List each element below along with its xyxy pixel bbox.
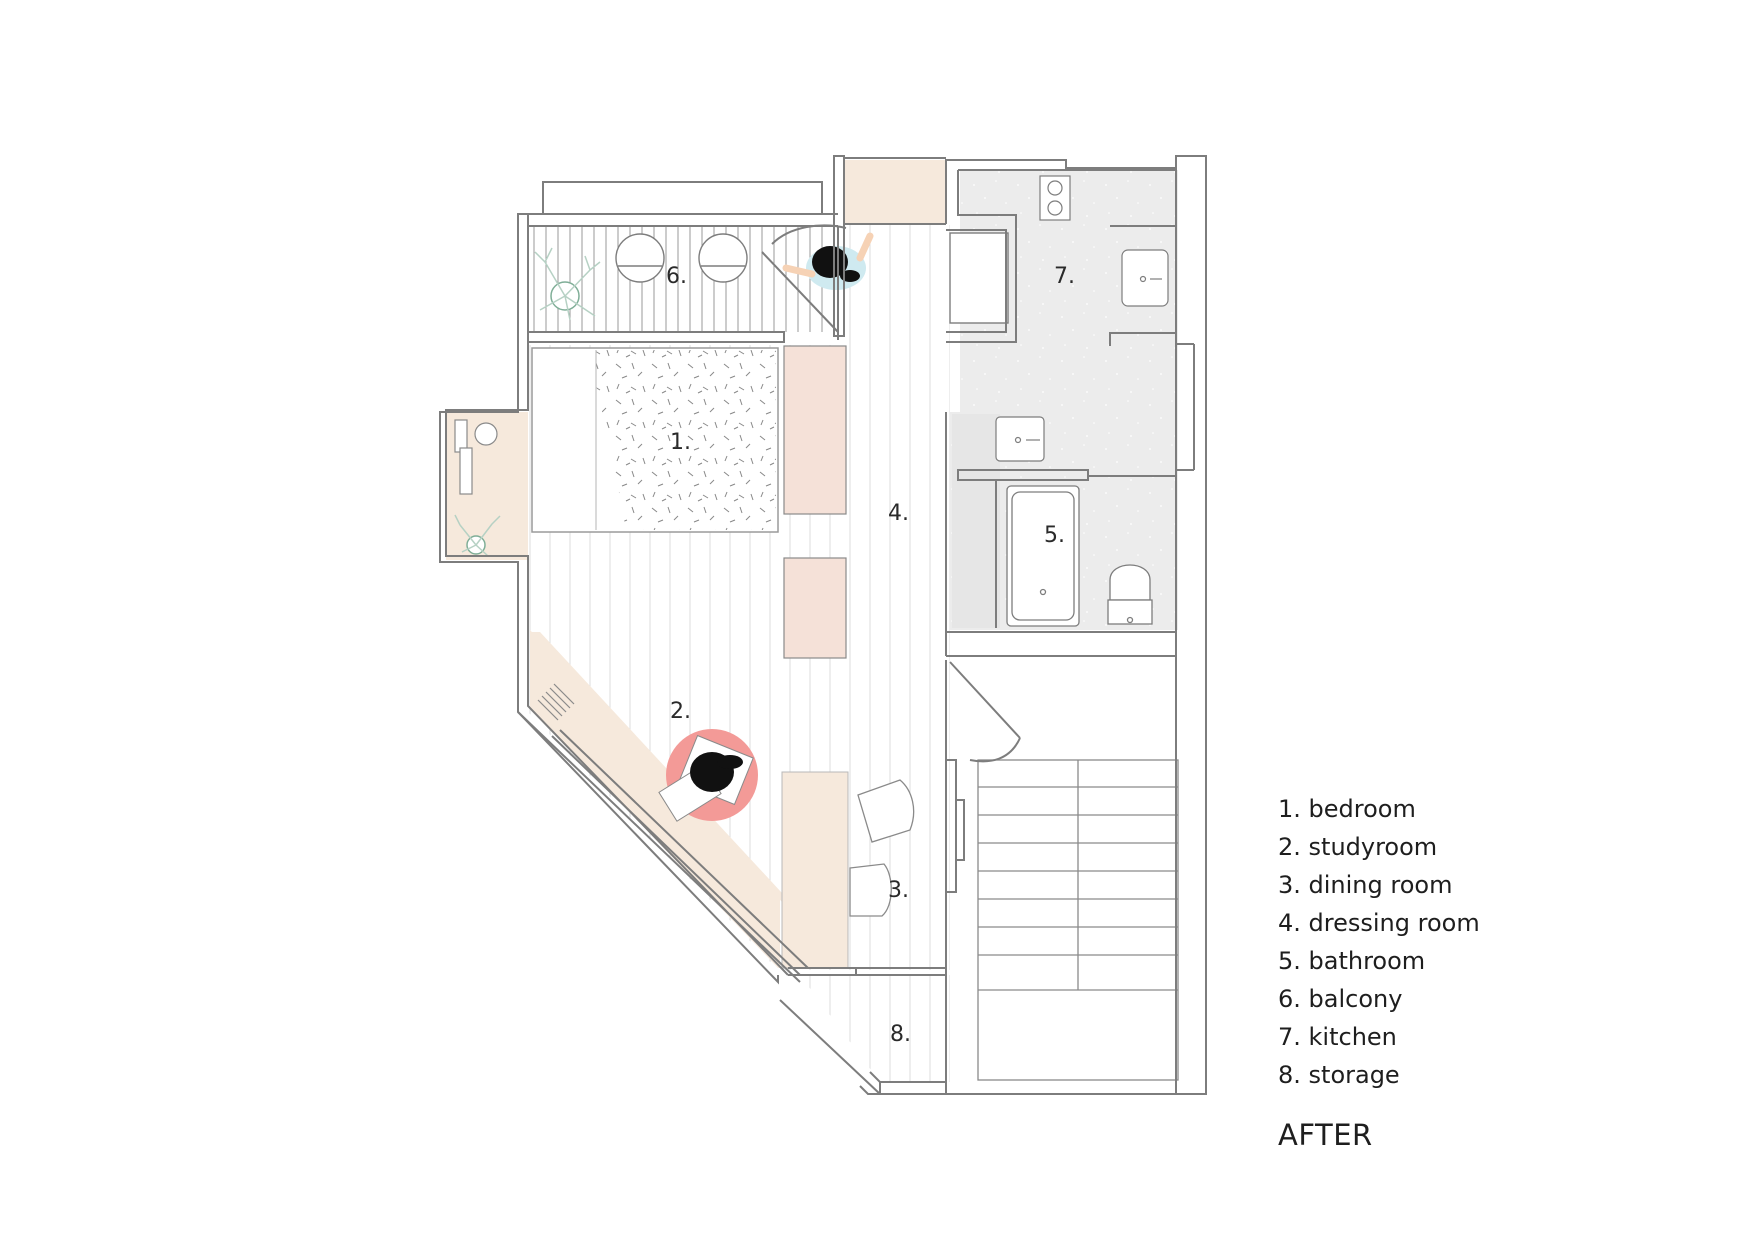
legend-item: 6. balcony <box>1278 985 1403 1013</box>
plant-icon <box>454 514 501 557</box>
sink-icon <box>1121 249 1169 307</box>
plant-icon <box>534 247 601 321</box>
legend-item: 2. studyroom <box>1278 833 1438 861</box>
walls <box>439 155 1207 1095</box>
niche-top <box>844 160 946 224</box>
side-table-icon <box>454 419 498 495</box>
room-label-dining-room: 3. <box>888 878 909 903</box>
bathtub-icon <box>1006 485 1080 627</box>
stool-icon <box>615 233 748 283</box>
bath-storage <box>952 414 1000 628</box>
radiator-icon <box>537 683 575 721</box>
legend-item: 4. dressing room <box>1278 909 1480 937</box>
room-label-storage: 8. <box>890 1022 911 1047</box>
room-label-kitchen: 7. <box>1054 264 1075 289</box>
legend-item: 7. kitchen <box>1278 1023 1397 1051</box>
fridge-icon <box>949 232 1009 324</box>
room-label-balcony: 6. <box>666 264 687 289</box>
sink-icon <box>995 416 1045 462</box>
wardrobe-upper <box>783 345 847 515</box>
staircase <box>977 759 1179 1081</box>
room-label-bedroom: 1. <box>670 430 691 455</box>
stove-icon <box>1039 175 1071 221</box>
study-desk <box>530 630 780 968</box>
legend-item: 3. dining room <box>1278 871 1453 899</box>
storage-floor <box>800 975 950 1082</box>
legend-item: 5. bathroom <box>1278 947 1426 975</box>
room-legend: 1. bedroom 2. studyroom 3. dining room 4… <box>1278 790 1480 1094</box>
legend-item: 1. bedroom <box>1278 795 1416 823</box>
legend-item: 8. storage <box>1278 1061 1400 1089</box>
bed-icon <box>531 347 779 533</box>
plan-title: AFTER <box>1278 1118 1373 1152</box>
person-icon <box>658 729 758 822</box>
toilet-icon <box>1107 564 1153 625</box>
dining-counter <box>781 771 849 969</box>
corridor-floor <box>845 225 950 350</box>
wardrobe-lower <box>783 557 847 659</box>
room-label-dressing-room: 4. <box>888 501 909 526</box>
chair-icon <box>849 779 915 917</box>
room-label-bathroom: 5. <box>1044 523 1065 548</box>
room-label-studyroom: 2. <box>670 699 691 724</box>
